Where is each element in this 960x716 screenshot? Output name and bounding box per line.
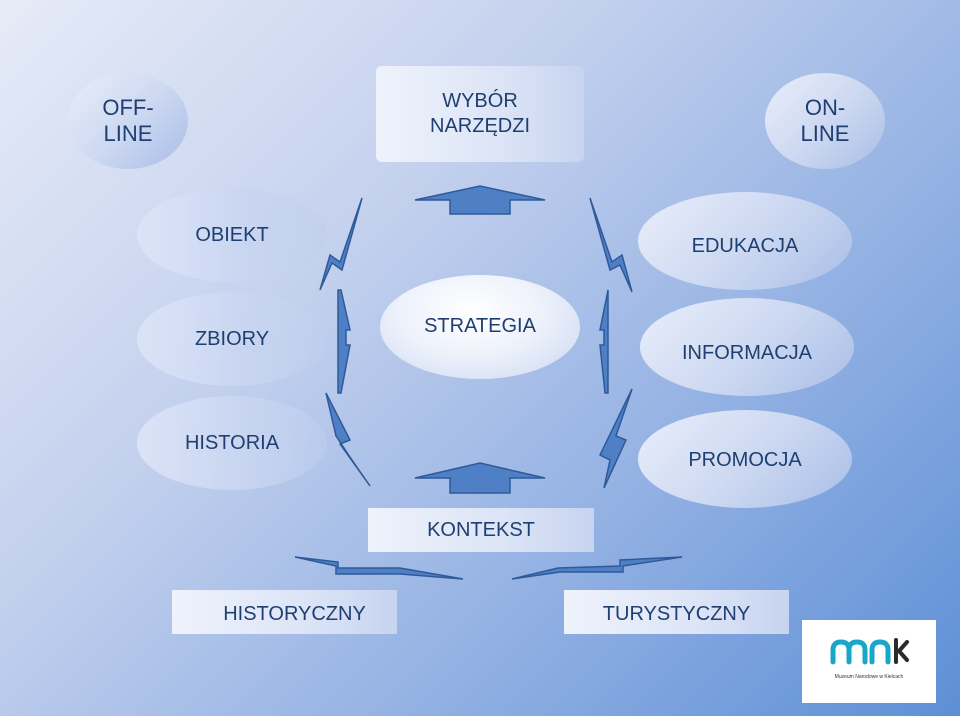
node-kontekst: KONTEKST [368, 508, 594, 552]
museum-logo-mark-icon [830, 638, 909, 665]
arrow-right-lower [599, 388, 633, 489]
node-wybor-narzedzi: WYBÓR NARZĘDZI [376, 66, 584, 162]
node-turystyczny: TURYSTYCZNY [564, 590, 789, 634]
node-historia: HISTORIA [137, 396, 327, 490]
node-edukacja: EDUKACJA [638, 192, 852, 290]
node-promocja: PROMOCJA [638, 410, 852, 508]
node-strategia: STRATEGIA [380, 275, 580, 379]
arrow-up-top [414, 185, 546, 215]
arrow-right-upper [589, 197, 633, 293]
node-offline: OFF- LINE [68, 73, 188, 169]
node-historyczny: HISTORYCZNY [172, 590, 397, 634]
arrow-left-lower [325, 392, 371, 487]
arrow-from-turystyczny [511, 556, 683, 580]
arrow-left-middle [337, 289, 351, 394]
arrow-left-upper [319, 197, 363, 291]
arrow-from-historyczny [294, 556, 464, 580]
arrow-right-middle [599, 289, 609, 394]
node-informacja: INFORMACJA [640, 298, 854, 396]
node-online: ON- LINE [765, 73, 885, 169]
museum-logo: Muzeum Narodowe w Kielcach [802, 620, 936, 703]
museum-logo-caption: Muzeum Narodowe w Kielcach [834, 674, 904, 680]
node-zbiory: ZBIORY [137, 292, 327, 386]
node-obiekt: OBIEKT [137, 188, 327, 282]
arrow-up-bottom [414, 462, 546, 494]
